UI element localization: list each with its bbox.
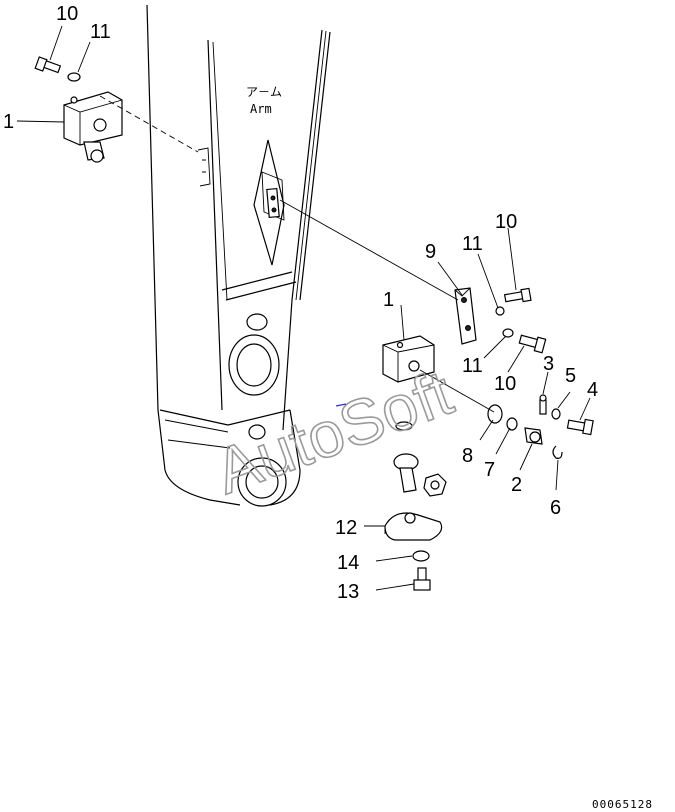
callout-3: 3 <box>543 353 554 375</box>
oring-8 <box>487 404 503 424</box>
blue-mark <box>335 403 347 407</box>
clip-6 <box>552 445 563 459</box>
callout-14: 14 <box>337 552 359 574</box>
document-number: 00065128 <box>592 798 653 811</box>
oring-7 <box>506 417 518 431</box>
bolt-13 <box>413 567 431 591</box>
fitting-2 <box>524 427 543 445</box>
callout-1-mid: 1 <box>383 289 394 311</box>
washer-5 <box>551 408 561 420</box>
callout-labels: 10 11 1 9 11 10 1 11 10 3 5 4 8 7 2 6 12… <box>3 3 598 603</box>
washer-11-a <box>495 306 505 316</box>
oring-mid <box>395 421 413 431</box>
bolt-4 <box>566 418 594 436</box>
clamp-12 <box>384 512 443 541</box>
callout-11-b: 11 <box>462 355 483 377</box>
washer-11-b <box>502 328 514 338</box>
sensor-3 <box>539 394 547 415</box>
callout-13: 13 <box>337 581 359 603</box>
leader-dashed-top <box>99 95 199 153</box>
callout-11-top: 11 <box>90 21 111 43</box>
callout-4: 4 <box>587 379 598 401</box>
nut <box>423 473 447 497</box>
arm-body <box>146 4 331 507</box>
elbow-fitting <box>393 453 419 493</box>
callout-6: 6 <box>550 497 561 519</box>
washer-14 <box>412 550 430 562</box>
callout-12: 12 <box>335 517 357 539</box>
bracket-9 <box>454 287 477 345</box>
callout-7: 7 <box>484 459 495 481</box>
arm-label-japanese: ア－ム <box>246 85 282 99</box>
callout-2: 2 <box>511 474 522 496</box>
valve-block-top <box>63 91 123 163</box>
arm-label-english: Arm <box>250 102 272 116</box>
bolt-10-b <box>518 334 547 354</box>
callout-8: 8 <box>462 445 473 467</box>
callout-10-top: 10 <box>56 3 78 25</box>
callout-10-a: 10 <box>495 211 517 233</box>
washer-11-top <box>67 72 81 82</box>
callout-11-a: 11 <box>462 233 483 255</box>
bolt-10-top <box>34 56 62 74</box>
leader-lines <box>16 25 591 591</box>
bolt-10-a <box>503 287 532 303</box>
callout-9: 9 <box>425 241 436 263</box>
callout-5: 5 <box>565 365 576 387</box>
callout-1-top: 1 <box>3 111 14 133</box>
callout-10-b: 10 <box>494 373 516 395</box>
